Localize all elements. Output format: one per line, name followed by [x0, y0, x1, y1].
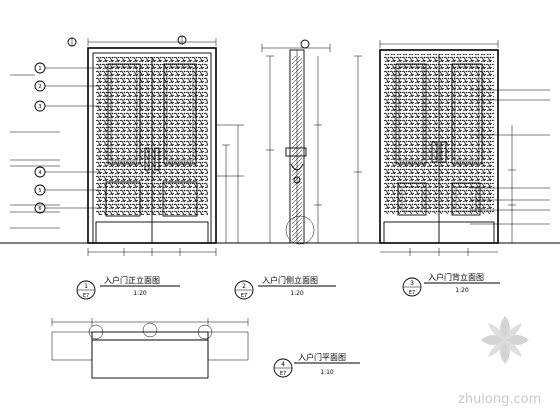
title-back-text: 入户门背立面图	[428, 272, 484, 282]
callout-4: 4	[38, 170, 41, 176]
back-glass-right	[451, 63, 483, 165]
back-lower-panel-right	[451, 182, 481, 216]
title-front-scale: 1:20	[133, 290, 147, 297]
plan-wall-left	[51, 331, 93, 361]
title-side-marker: 2	[242, 283, 246, 290]
back-lower-panel-left	[397, 182, 427, 216]
title-plan: 4 E7 入户门平面图 1:10	[273, 352, 360, 378]
title-back: 3 E7 入户门背立面图 1:20	[402, 272, 500, 297]
watermark: zhulong.com	[458, 316, 541, 407]
back-elevation	[354, 40, 550, 256]
callout-3: 3	[38, 104, 41, 110]
side-handle	[285, 147, 307, 157]
callout-6: 6	[38, 206, 41, 212]
title-side-marker-sub: E7	[241, 293, 247, 299]
front-glass-left	[107, 63, 141, 165]
callout-1: 1	[38, 66, 41, 72]
callout-5: 5	[38, 188, 41, 194]
side-detail-circle	[285, 215, 315, 245]
title-front-marker-sub: E7	[83, 293, 89, 299]
title-front-marker: 1	[84, 283, 88, 290]
title-side-text: 入户门侧立面图	[262, 275, 318, 285]
title-back-marker-sub: E7	[409, 290, 415, 296]
front-lower-panel-left	[105, 181, 141, 217]
front-callout-balloons: 1 2 3 4 5 6	[34, 62, 46, 214]
side-hinge	[290, 163, 304, 171]
watermark-text: zhulong.com	[458, 392, 541, 407]
side-section	[261, 39, 331, 245]
callout-2: 2	[38, 84, 41, 90]
plan-view	[51, 318, 249, 379]
back-glass-left	[395, 63, 427, 165]
front-handle-right	[154, 147, 160, 171]
title-plan-scale: 1:10	[320, 369, 334, 376]
front-handle-left	[144, 147, 150, 171]
front-elevation	[0, 35, 560, 256]
title-plan-text: 入户门平面图	[298, 352, 346, 362]
title-plan-marker-sub: E7	[280, 371, 286, 377]
title-back-marker: 3	[410, 280, 414, 287]
watermark-logo-icon	[481, 316, 529, 364]
title-back-scale: 1:20	[455, 287, 469, 294]
title-front: 1 E7 入户门正立面图 1:20	[76, 275, 180, 300]
plan-threshold	[91, 339, 209, 379]
title-plan-marker: 4	[281, 361, 285, 368]
front-lower-panel-right	[162, 181, 198, 217]
front-callout-leaders	[10, 67, 100, 229]
title-side-scale: 1:20	[290, 290, 304, 297]
title-front-text: 入户门正立面图	[104, 275, 160, 285]
title-side: 2 E7 入户门侧立面图 1:20	[234, 275, 336, 300]
front-glass-right	[163, 63, 197, 165]
plan-wall-right	[207, 331, 249, 361]
